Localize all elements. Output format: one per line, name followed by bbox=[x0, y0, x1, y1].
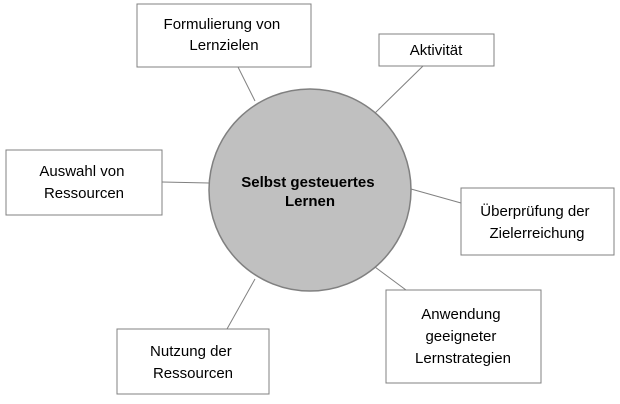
connector-auswahl bbox=[161, 181, 210, 184]
svg-text:Selbst gesteuertes Lerne: Selbst gesteuertes Lernen bbox=[241, 174, 379, 210]
svg-text:Auswahl von Ressourcen: Auswahl von Ressourcen bbox=[39, 163, 128, 202]
connector-formulierung bbox=[237, 66, 256, 102]
node-label-line: Ressourcen bbox=[153, 365, 233, 382]
node-anwendung: Anwendung geeigneter Lernstrategien bbox=[385, 289, 542, 384]
node-label-line: Lernzielen bbox=[189, 37, 258, 54]
node-label-line: Auswahl von bbox=[39, 163, 124, 180]
node-aktivitaet: Aktivität bbox=[378, 33, 495, 67]
svg-text:Nutzung der Ressourcen: Nutzung der Ressourcen bbox=[150, 343, 236, 382]
svg-text:Überprüfung der Zielerre: Überprüfung der Zielerreichung bbox=[480, 202, 593, 242]
node-label-line: geeigneter bbox=[425, 328, 496, 345]
node-auswahl: Auswahl von Ressourcen bbox=[5, 149, 163, 216]
connector-aktivitaet bbox=[374, 65, 424, 114]
node-label-line: Anwendung bbox=[421, 306, 500, 323]
node-box bbox=[385, 289, 542, 384]
node-label-line: Zielerreichung bbox=[489, 225, 584, 242]
node-box bbox=[378, 33, 495, 67]
node-box bbox=[5, 149, 163, 216]
node-box bbox=[116, 328, 270, 395]
connectors bbox=[161, 65, 462, 330]
node-ueberpruefung: Überprüfung der Zielerreichung bbox=[460, 187, 615, 256]
node-label-line: Aktivität bbox=[410, 42, 463, 59]
svg-text:Aktivität: Aktivität bbox=[410, 42, 463, 59]
node-formulierung: Formulierung von Lernzielen bbox=[136, 3, 312, 68]
connector-anwendung bbox=[374, 266, 407, 291]
center-circle bbox=[208, 88, 412, 292]
center-title-line-1: Selbst gesteuertes bbox=[241, 174, 374, 191]
node-label-line: Überprüfung der bbox=[480, 202, 589, 220]
node-label-line: Lernstrategien bbox=[415, 350, 511, 367]
connector-nutzung bbox=[226, 278, 256, 330]
connector-ueberpruefung bbox=[410, 188, 462, 204]
center-title-line-2: Lernen bbox=[285, 193, 335, 210]
center-node: Selbst gesteuertes Lernen bbox=[208, 88, 412, 292]
node-box bbox=[460, 187, 615, 256]
node-label-line: Ressourcen bbox=[44, 185, 124, 202]
node-nutzung: Nutzung der Ressourcen bbox=[116, 328, 270, 395]
svg-text:Anwendung geeigneter: Anwendung geeigneter Lernstrategien bbox=[415, 306, 511, 367]
svg-text:Formulierung von Lernzie: Formulierung von Lernzielen bbox=[164, 16, 285, 54]
node-box bbox=[136, 3, 312, 68]
node-label-line: Formulierung von bbox=[164, 16, 281, 33]
node-label-line: Nutzung der bbox=[150, 343, 232, 360]
